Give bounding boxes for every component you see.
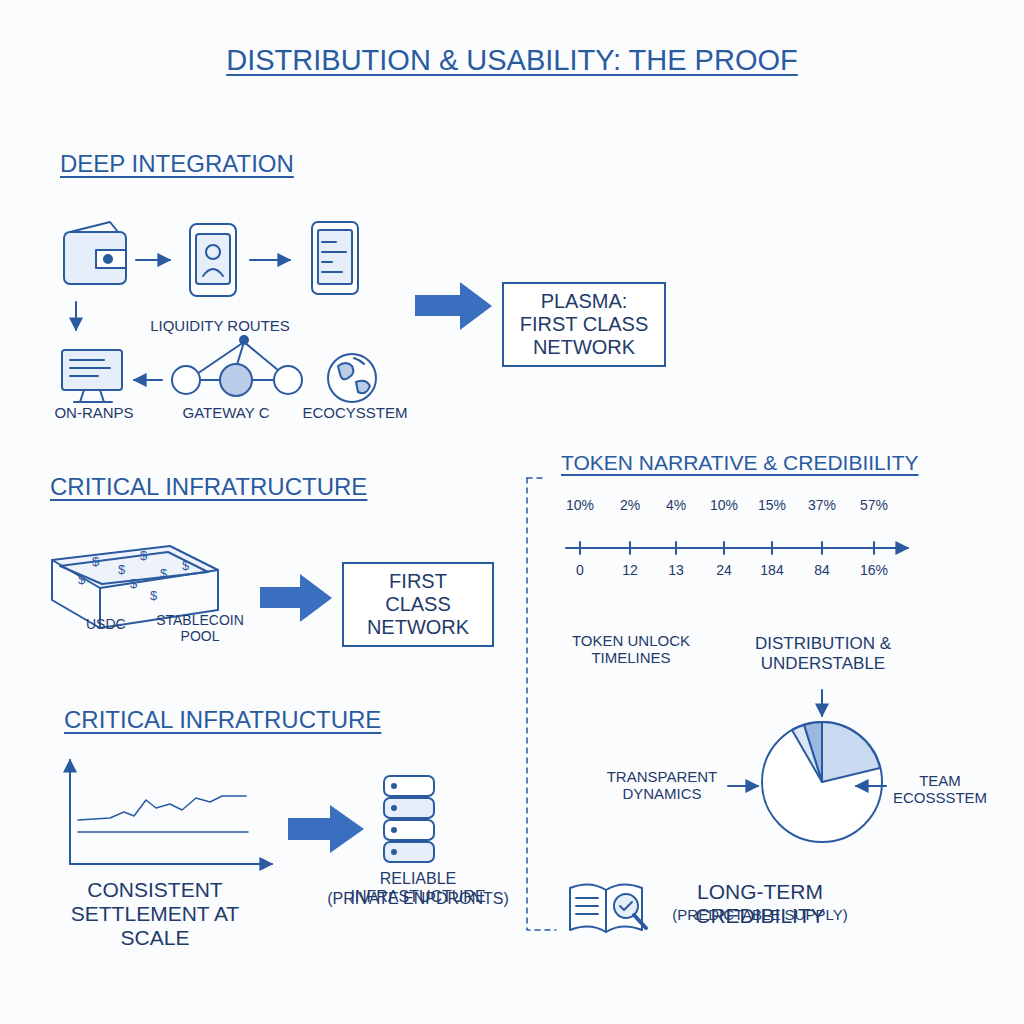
caption-label: LIQUIDITY ROUTES: [150, 317, 290, 334]
svg-text:$: $: [130, 576, 138, 591]
section-heading: DEEP INTEGRATION: [60, 150, 294, 178]
svg-text:$: $: [182, 558, 190, 573]
caption-label: TRANSPARENT DYNAMICS: [600, 768, 724, 803]
caption-label: TEAM ECOSSSTEM: [880, 772, 1000, 807]
caption-label: 37%: [802, 497, 842, 513]
caption-label: DISTRIBUTION & UNDERSTABLE: [738, 634, 908, 673]
svg-text:$: $: [78, 572, 86, 587]
caption-label: 16%: [854, 562, 894, 578]
caption-label: (PRIVATE ENPDRONTS): [318, 890, 518, 908]
svg-text:$: $: [92, 554, 100, 569]
caption-label: ON-RANPS: [44, 404, 144, 421]
section-heading: CRITICAL INFRATRUCTURE: [50, 473, 367, 501]
caption-label: USDC: [86, 616, 136, 632]
caption-label: 10%: [704, 497, 744, 513]
caption-label: GATEWAY C: [176, 404, 276, 421]
svg-text:$: $: [160, 566, 168, 581]
network-box: PLASMA: FIRST CLASS NETWORK: [502, 282, 666, 367]
box-text: PLASMA: FIRST CLASS NETWORK: [514, 290, 654, 359]
caption-label: ECOCYSSTEM: [300, 404, 410, 421]
caption-label: 13: [656, 562, 696, 578]
section-heading: CRITICAL INFRATRUCTURE: [64, 706, 381, 734]
svg-text:$: $: [140, 548, 148, 563]
diagram-title: DISTRIBUTION & USABILITY: THE PROOF: [0, 44, 1024, 77]
caption-label: STABLECOIN POOL: [150, 612, 250, 644]
caption-label: 84: [802, 562, 842, 578]
caption-label: 184: [752, 562, 792, 578]
caption-label: 2%: [610, 497, 650, 513]
caption-label: TOKEN UNLOCK TIMELINES: [566, 632, 696, 667]
caption-label: (PREDICTABLE SUPPLY): [660, 906, 860, 923]
caption-label: 57%: [854, 497, 894, 513]
caption-label: 12: [610, 562, 650, 578]
section-heading: TOKEN NARRATIVE & CREDIBIILITY: [561, 451, 918, 475]
svg-text:$: $: [150, 588, 158, 603]
box-text: FIRST CLASS NETWORK: [354, 570, 482, 639]
caption-label: 0: [560, 562, 600, 578]
network-box: FIRST CLASS NETWORK: [342, 562, 494, 647]
caption-label: CONSISTENT SETTLEMENT AT SCALE: [70, 878, 240, 950]
caption-label: 10%: [560, 497, 600, 513]
svg-text:$: $: [118, 562, 126, 577]
caption-label: 24: [704, 562, 744, 578]
caption-label: 4%: [656, 497, 696, 513]
caption-label: 15%: [752, 497, 792, 513]
